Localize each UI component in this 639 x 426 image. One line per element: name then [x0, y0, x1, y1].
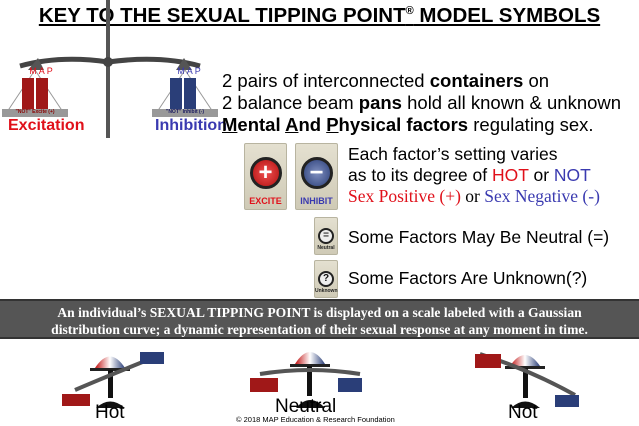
state-label-neutral: Neutral [275, 396, 337, 417]
scale-not [475, 352, 579, 408]
unknown-switch: ? Unknown [314, 260, 338, 298]
unknown-label: Unknown [315, 288, 338, 294]
state-label-not: Not [508, 402, 538, 423]
left-pan-caption: "NOT" Excite (+) [15, 109, 55, 115]
copyright: © 2018 MAP Education & Research Foundati… [236, 415, 395, 424]
inhibit-switch: − INHIBIT [295, 143, 338, 210]
scale-neutral [250, 352, 362, 408]
neutral-label: Neutral [317, 245, 335, 251]
excitation-label: Excitation [8, 117, 85, 134]
balance-scale-key [2, 0, 218, 138]
left-pan [2, 69, 68, 117]
right-pan-caption: "NOT" Inhibit (-) [165, 109, 205, 115]
neutral-note: Some Factors May Be Neutral (=) [348, 227, 610, 247]
map-logo-left: MAP [29, 66, 55, 76]
intro-text: 2 pairs of interconnected containers on … [222, 70, 622, 135]
neutral-switch: = Neutral [314, 217, 338, 255]
excite-label: EXCITE [249, 196, 282, 206]
map-logo-right: MAP [177, 66, 203, 76]
inhibit-label: INHIBIT [300, 196, 333, 206]
equals-icon: = [318, 228, 334, 244]
plus-icon: + [249, 157, 282, 189]
factor-text: Each factor’s setting varies as to its d… [348, 144, 600, 206]
unknown-note: Some Factors Are Unknown(?) [348, 268, 588, 288]
inhibition-label: Inhibition [155, 117, 227, 134]
question-icon: ? [318, 271, 334, 287]
excite-switch: + EXCITE [244, 143, 287, 210]
page-title: KEY TO THE SEXUAL TIPPING POINT® MODEL S… [38, 4, 601, 27]
right-pan [152, 69, 218, 117]
scale-hot [62, 352, 164, 408]
tipping-scales [62, 352, 579, 408]
description-banner: An individual’s SEXUAL TIPPING POINT is … [0, 299, 639, 339]
state-label-hot: Hot [95, 402, 125, 423]
minus-icon: − [300, 157, 333, 189]
